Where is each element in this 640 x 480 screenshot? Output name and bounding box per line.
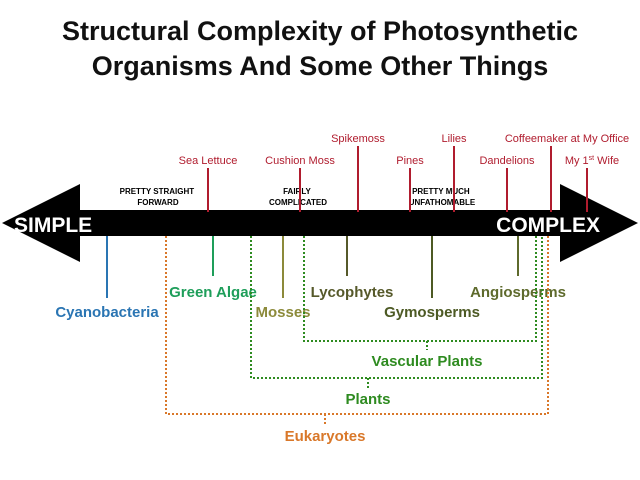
simple-label: SIMPLE: [14, 214, 92, 237]
label-green-algae: Green Algae: [169, 284, 257, 301]
arrow-shaft: [44, 210, 596, 236]
label-cyanobacteria: Cyanobacteria: [55, 304, 159, 321]
label-pines: Pines: [396, 155, 424, 167]
title-line-1: Structural Complexity of Photosynthetic: [61, 16, 579, 46]
label-dandelions: Dandelions: [479, 155, 535, 167]
bracket-plants: [250, 236, 543, 379]
label-lilies: Lilies: [441, 133, 467, 145]
label-first-wife: My 1st Wife: [565, 155, 619, 167]
arrow-right-head: [560, 184, 638, 262]
organism-labels: Cyanobacteria Green Algae Mosses Lycophy…: [55, 284, 566, 321]
label-mosses: Mosses: [255, 304, 310, 321]
label-spikemoss: Spikemoss: [331, 133, 385, 145]
bracket-eukaryotes: [165, 236, 549, 415]
label-eukaryotes: Eukaryotes: [285, 428, 366, 445]
label-angiosperms: Angiosperms: [470, 284, 566, 301]
other-things: Sea Lettuce Cushion Moss Spikemoss Pines…: [179, 133, 629, 212]
complexity-arrow: SIMPLE COMPLEX: [2, 184, 638, 262]
label-plants: Plants: [345, 391, 390, 408]
scale-note-complicated: FAIRLY COMPLICATED: [269, 187, 327, 207]
bracket-vascular-plants: [303, 236, 537, 342]
page-title: Structural Complexity of Photosynthetic …: [0, 14, 640, 84]
label-sea-lettuce: Sea Lettuce: [179, 155, 238, 167]
label-lycophytes: Lycophytes: [311, 284, 394, 301]
scale-notes: PRETTY STRAIGHT FORWARD FAIRLY COMPLICAT…: [120, 187, 476, 207]
title-line-2: Organisms And Some Other Things: [91, 51, 549, 81]
label-gymosperms: Gymosperms: [384, 304, 480, 321]
label-vascular-plants: Vascular Plants: [372, 353, 483, 370]
scale-note-unfathomable: PRETTY MUCH UNFATHOMABLE: [409, 187, 476, 207]
arrow-left-head: [2, 184, 80, 262]
label-coffeemaker: Coffeemaker at My Office: [505, 133, 629, 145]
scale-note-straightforward: PRETTY STRAIGHT FORWARD: [120, 187, 197, 207]
group-brackets: [165, 236, 549, 424]
organism-ticks: [106, 236, 519, 298]
complex-label: COMPLEX: [496, 214, 600, 237]
label-cushion-moss: Cushion Moss: [265, 155, 335, 167]
group-labels: Vascular Plants Plants Eukaryotes: [285, 353, 483, 445]
